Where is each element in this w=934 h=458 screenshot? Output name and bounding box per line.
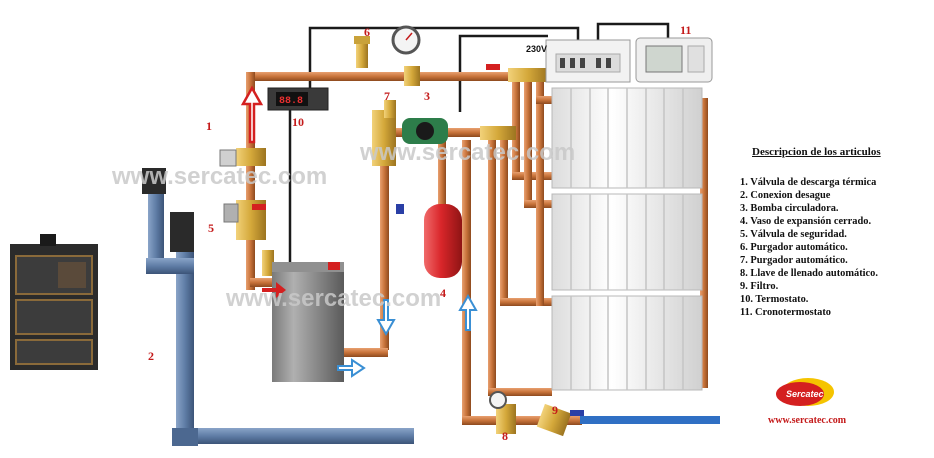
callout-9: 9 bbox=[552, 403, 558, 417]
callout-1: 1 bbox=[206, 119, 212, 133]
control-wires bbox=[288, 22, 670, 270]
radiator-bottom bbox=[551, 295, 703, 391]
legend-item: 3. Bomba circuladora. bbox=[740, 203, 839, 214]
legend-item: 11. Cronotermostato bbox=[740, 307, 831, 318]
wood-stove bbox=[10, 234, 98, 370]
legend-item: 8. Llave de llenado automático. bbox=[740, 268, 878, 279]
valve-handle-red bbox=[486, 64, 500, 70]
callout-3: 3 bbox=[424, 89, 430, 103]
air-vent-6 bbox=[356, 40, 368, 68]
legend-item: 10. Termostato. bbox=[740, 294, 809, 305]
callout-6: 6 bbox=[364, 25, 370, 39]
callout-4: 4 bbox=[440, 286, 446, 300]
legend-item: 9. Filtro. bbox=[740, 281, 779, 292]
radiator-top bbox=[551, 87, 703, 189]
thermostat-display bbox=[267, 87, 329, 111]
legend-item: 6. Purgador automático. bbox=[740, 242, 848, 253]
logo-text: Sercatec bbox=[786, 389, 824, 399]
voltage-label: 230V bbox=[526, 44, 547, 54]
legend-title: Descripcion de los articulos bbox=[752, 146, 881, 158]
return-flow-arrow-2 bbox=[458, 293, 478, 331]
legend-item: 7. Purgador automático. bbox=[740, 255, 848, 266]
hot-flow-arrow bbox=[240, 85, 264, 144]
brass-fittings bbox=[236, 66, 572, 437]
legend-item: 4. Vaso de expansión cerrado. bbox=[740, 216, 872, 227]
drain-pipes bbox=[142, 168, 414, 446]
control-box bbox=[545, 39, 631, 83]
radiator-middle bbox=[551, 193, 703, 291]
watermark-2: www.sercatec.com bbox=[359, 139, 575, 166]
air-vent-7 bbox=[384, 100, 396, 118]
watermark-3: www.sercatec.com bbox=[225, 285, 441, 312]
callout-numbers: 1 2 3 4 5 6 7 8 9 10 11 bbox=[148, 23, 691, 443]
fill-gauge bbox=[489, 391, 507, 409]
callout-11: 11 bbox=[680, 23, 691, 37]
callout-2: 2 bbox=[148, 349, 154, 363]
thermostat-readout: 88.8 bbox=[279, 96, 303, 107]
brand-url[interactable]: www.sercatec.com bbox=[768, 415, 847, 426]
flow-arrows bbox=[240, 85, 478, 378]
callout-7: 7 bbox=[384, 89, 390, 103]
return-flow-arrow-1 bbox=[376, 299, 396, 337]
valves-and-gauges bbox=[219, 25, 584, 416]
expansion-vessel bbox=[424, 204, 462, 278]
chrono-thermostat bbox=[635, 37, 713, 83]
watermark-1: www.sercatec.com bbox=[111, 163, 327, 190]
callout-10: 10 bbox=[292, 115, 304, 129]
boiler bbox=[272, 262, 344, 382]
return-flow-arrow-3 bbox=[337, 358, 366, 378]
legend-item: 5. Válvula de seguridad. bbox=[740, 229, 847, 240]
callout-8: 8 bbox=[502, 429, 508, 443]
legend-list: 1. Válvula de descarga térmica 2. Conexi… bbox=[740, 176, 930, 319]
legend-item: 2. Conexion desague bbox=[740, 190, 831, 201]
legend: Descripcion de los articulos 1. Válvula … bbox=[740, 146, 930, 319]
callout-5: 5 bbox=[208, 221, 214, 235]
hot-flow-arrow-2 bbox=[262, 282, 286, 298]
sercatec-logo: Sercatec bbox=[776, 378, 834, 406]
legend-item: 1. Válvula de descarga térmica bbox=[740, 177, 877, 188]
